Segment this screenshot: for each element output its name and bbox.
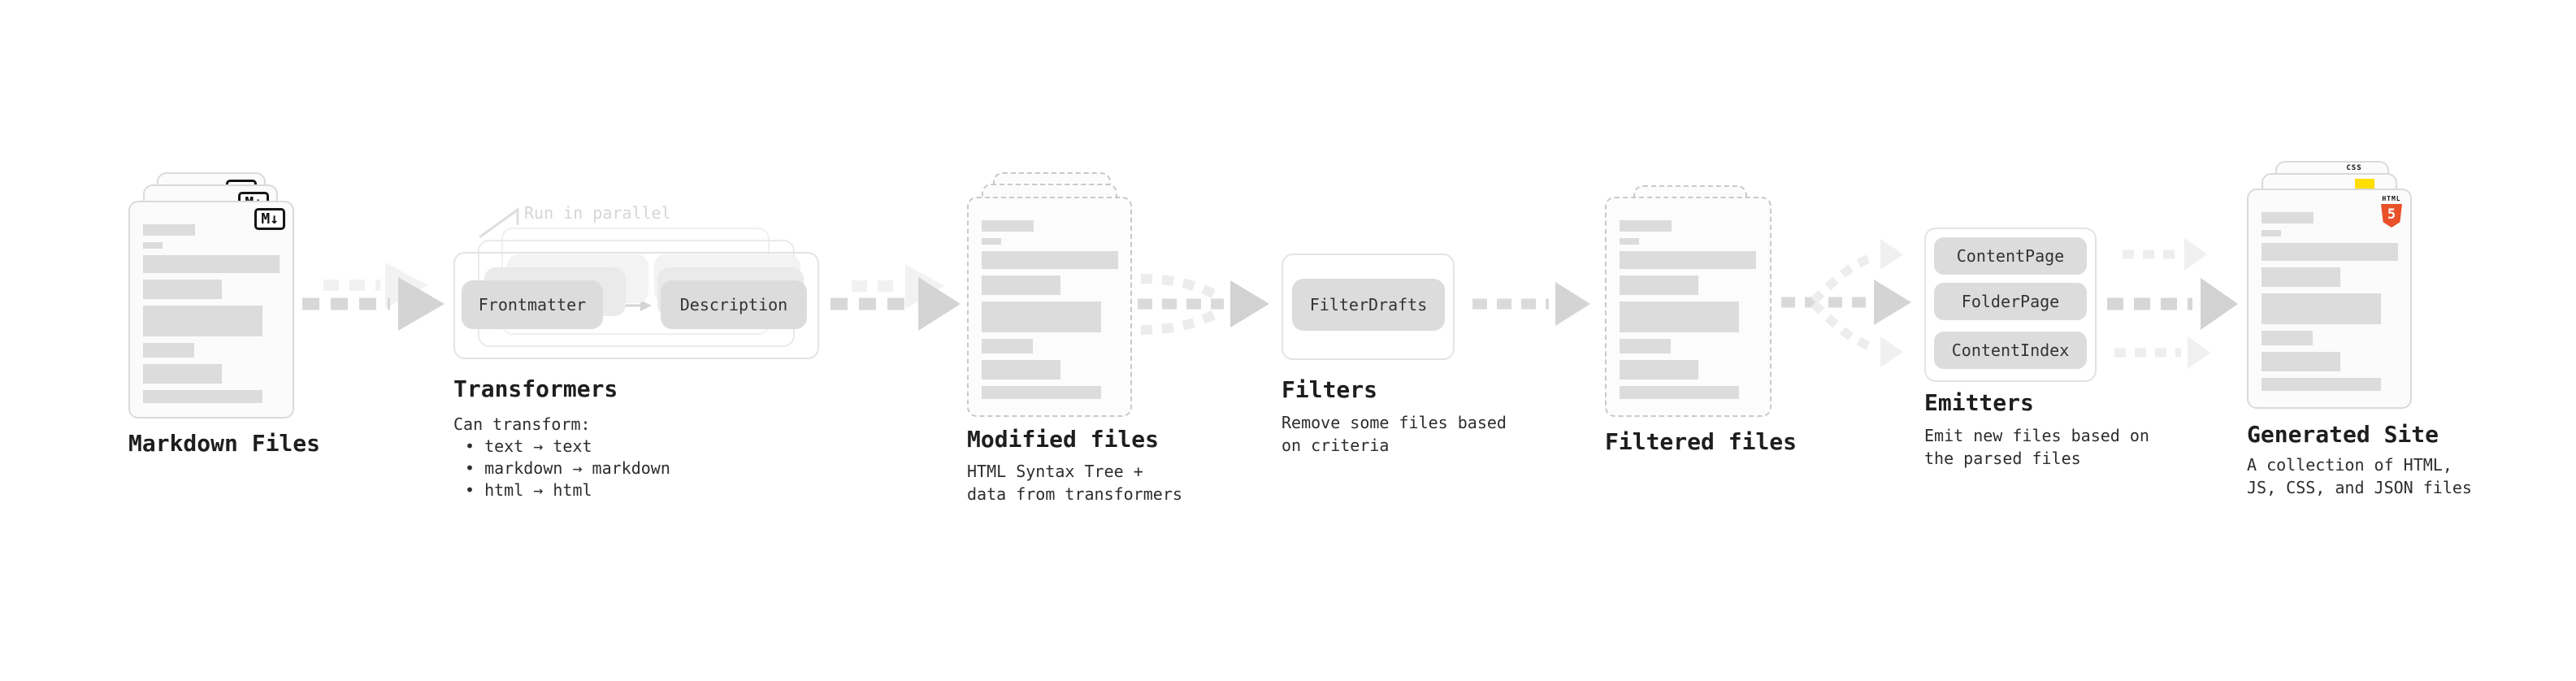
arrow-modified-to-filters (1138, 274, 1269, 335)
doc-content-bar (1620, 275, 1698, 295)
generated-site-note: A collection of HTML, JS, CSS, and JSON … (2247, 455, 2472, 497)
doc-content-bar (143, 255, 280, 273)
doc-content-placeholder (2262, 212, 2398, 397)
doc-content-bar (2262, 267, 2340, 287)
doc-content-placeholder (982, 220, 1118, 406)
transformers-bullet: • html → html (465, 480, 592, 500)
modified-file-card (967, 197, 1132, 417)
doc-content-bar (2262, 212, 2314, 223)
description-box: Description (661, 280, 807, 329)
doc-content-bar (1620, 220, 1672, 232)
contentindex-box: ContentIndex (1934, 332, 2087, 369)
doc-content-bar (982, 238, 1001, 245)
doc-content-bar (143, 390, 262, 403)
doc-content-bar (1620, 301, 1739, 332)
arrows-emitters-to-generated (2107, 238, 2238, 369)
transformers-note-title: Can transform: (453, 414, 591, 434)
html5-icon-word: HTML (2382, 195, 2401, 202)
stage-label-markdown-files: Markdown Files (128, 430, 321, 457)
css-icon-label: CSS (2346, 164, 2362, 172)
html5-icon: HTML 5 (2381, 195, 2402, 228)
stage-label-emitters: Emitters (1924, 389, 2034, 416)
doc-content-bar (2262, 230, 2281, 236)
doc-content-bar (982, 220, 1034, 232)
filterdrafts-box: FilterDrafts (1292, 279, 1445, 331)
doc-content-bar (982, 251, 1118, 269)
transformers-bullet: • markdown → markdown (465, 458, 670, 478)
arrow-transformers-to-modified (830, 264, 961, 331)
html5-icon-number: 5 (2387, 206, 2396, 223)
doc-content-bar (982, 386, 1101, 399)
doc-content-bar (1620, 339, 1671, 354)
doc-content-bar (143, 224, 195, 236)
emitters-container (1924, 228, 2097, 382)
doc-content-bar (982, 275, 1060, 295)
emitters-note: Emit new files based on the parsed files (1924, 426, 2149, 468)
doc-content-bar (143, 242, 163, 249)
generated-html-file-card: HTML 5 (2247, 189, 2412, 409)
contentpage-box: ContentPage (1934, 237, 2087, 275)
doc-content-bar (2262, 378, 2381, 391)
stage-label-modified-files: Modified files (967, 426, 1160, 453)
transformers-container (453, 252, 819, 359)
doc-content-bar (2262, 293, 2381, 324)
stage-label-generated-site: Generated Site (2247, 421, 2439, 448)
arrow-filtered-to-emitters (1781, 239, 1911, 367)
doc-content-bar (143, 306, 262, 336)
folderpage-box: FolderPage (1934, 283, 2087, 320)
doc-content-bar (982, 360, 1060, 380)
frontmatter-box: Frontmatter (462, 280, 603, 329)
doc-content-placeholder (1620, 220, 1756, 406)
doc-content-bar (143, 343, 194, 358)
doc-content-bar (1620, 251, 1756, 269)
doc-content-bar (2262, 243, 2398, 261)
markdown-file-card: M↓ (128, 201, 294, 419)
doc-content-bar (2262, 331, 2313, 345)
stage-label-filtered-files: Filtered files (1605, 428, 1798, 455)
stage-label-filters: Filters (1281, 376, 1378, 403)
js-icon (2355, 179, 2374, 189)
markdown-icon: M↓ (254, 208, 285, 230)
arrow-markdown-to-transformers (302, 262, 445, 331)
filters-container (1281, 254, 1455, 360)
doc-content-bar (982, 339, 1033, 354)
doc-content-bar (1620, 386, 1739, 399)
stage-label-transformers: Transformers (453, 375, 618, 402)
modified-files-note: HTML Syntax Tree + data from transformer… (967, 462, 1182, 504)
doc-content-bar (1620, 360, 1698, 380)
doc-content-bar (143, 364, 222, 384)
arrow-filters-to-filtered (1472, 282, 1590, 326)
filters-note: Remove some files based on criteria (1281, 413, 1507, 455)
doc-content-bar (1620, 238, 1639, 245)
filtered-file-card (1605, 197, 1772, 417)
run-in-parallel-annotation: Run in parallel (524, 203, 671, 223)
doc-content-bar (143, 280, 222, 299)
doc-content-bar (2262, 352, 2340, 371)
doc-content-bar (982, 301, 1101, 332)
transformers-bullet: • text → text (465, 436, 592, 456)
doc-content-placeholder (143, 224, 280, 410)
